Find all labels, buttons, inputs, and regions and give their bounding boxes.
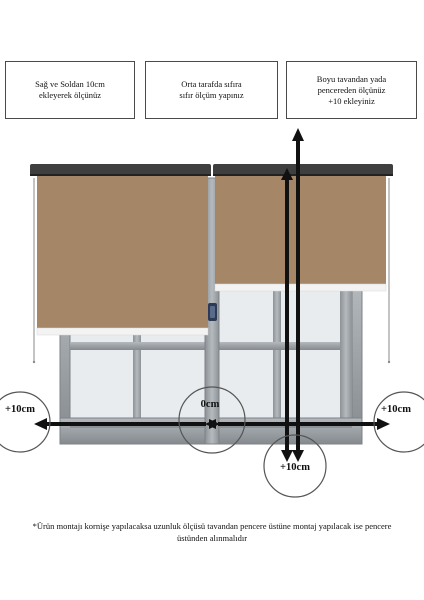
window-left-mullion-h [70, 342, 206, 350]
right-blind-fabric [215, 176, 386, 286]
left-measure-label: +10cm [5, 404, 35, 415]
middle-instruction-box: Orta tarafda sıfıra sıfır ölçüm yapınız [145, 61, 278, 119]
left-instruction-box: Sağ ve Soldan 10cm ekleyerek ölçünüz [5, 61, 135, 119]
right-instruction-text: Boyu tavandan yada pencereden ölçünüz +1… [316, 73, 387, 106]
height-arrows [281, 128, 304, 462]
left-instruction-text: Sağ ve Soldan 10cm ekleyerek ölçünüz [35, 79, 105, 100]
center-measure-label: 0cm [200, 399, 220, 410]
window-left-mullion-v [133, 332, 141, 432]
right-measure-circle [373, 391, 424, 453]
middle-instruction-text: Orta tarafda sıfıra sıfır ölçüm yapınız [179, 79, 244, 100]
window-right-mullion-v [273, 290, 281, 432]
bottom-measure-circle [263, 434, 327, 498]
footnote: *Ürün montajı kornişe yapılacaksa uzunlu… [32, 521, 392, 543]
left-blind-fabric [37, 176, 208, 330]
left-cassette [30, 164, 211, 176]
center-measure-circle [178, 386, 246, 454]
height-arrow-head-up [292, 128, 304, 141]
right-measure-label: +10cm [381, 404, 411, 415]
left-blind-bottom-bar [36, 327, 209, 336]
right-blind [214, 176, 391, 364]
right-width-arrow-head [377, 418, 390, 430]
height-arrow-head-down-1 [281, 450, 293, 462]
center-right-arrow-head [209, 419, 220, 429]
measurement-circles [0, 386, 424, 498]
height-arrow-head-down-2 [292, 450, 304, 462]
left-blind [32, 176, 209, 364]
right-blind-bottom-bar [214, 283, 387, 292]
cassette [30, 164, 393, 176]
height-arrow-head-short [281, 168, 293, 180]
left-measure-circle [0, 391, 51, 453]
left-width-arrow-head [34, 418, 47, 430]
window-right-side-frame [340, 290, 352, 432]
right-cassette [213, 164, 393, 176]
right-instruction-box: Boyu tavandan yada pencereden ölçünüz +1… [286, 61, 417, 119]
bottom-measure-label: +10cm [280, 462, 310, 473]
